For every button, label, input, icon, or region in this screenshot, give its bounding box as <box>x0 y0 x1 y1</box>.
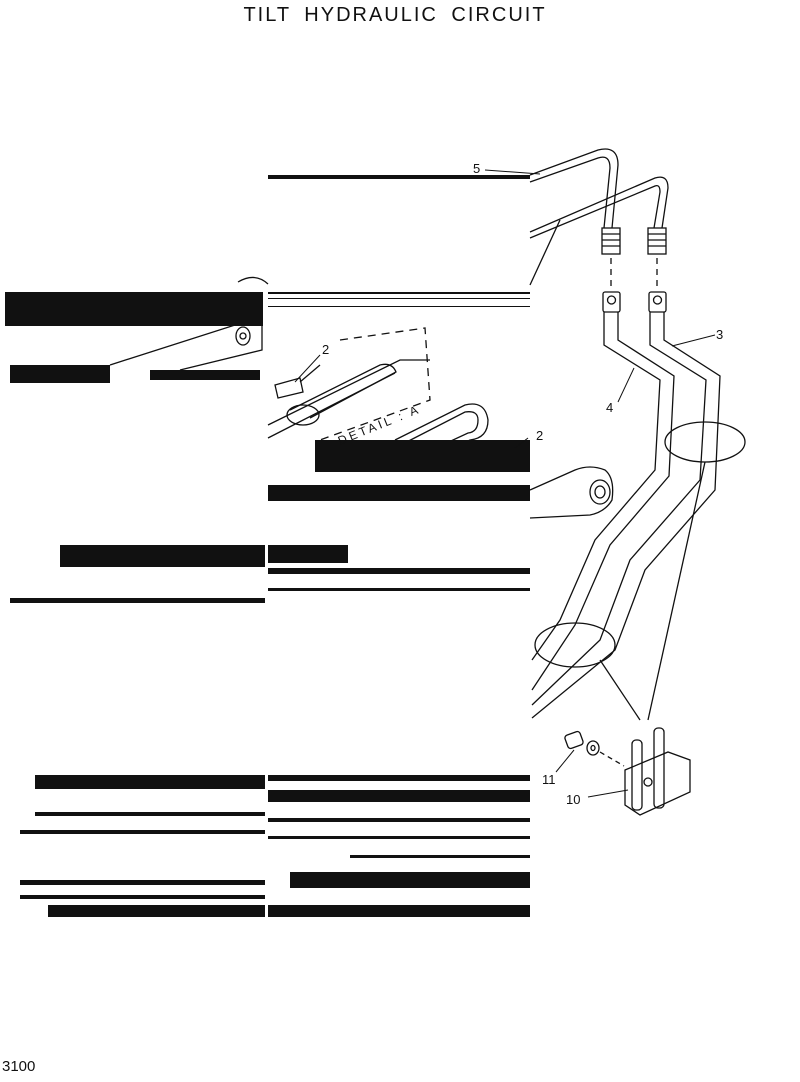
page-number: 3100 <box>2 1058 36 1075</box>
cylinder-eye-bracket <box>529 466 614 519</box>
pipe-clamp <box>624 727 691 816</box>
tilt-pipe-4 <box>531 312 675 691</box>
callout-5: 5 <box>473 161 480 176</box>
pipe-nut-left <box>602 291 621 313</box>
callout-10: 10 <box>566 792 580 807</box>
hose-fitting-left <box>601 227 621 255</box>
pipe-nut-right <box>648 291 667 313</box>
clamp-circle-upper <box>664 421 746 463</box>
callout-4: 4 <box>606 400 613 415</box>
nut-and-washer <box>564 730 625 767</box>
callout-2-lower: 2 <box>536 428 543 443</box>
detail-a-view <box>267 327 489 469</box>
hose-fitting-right <box>647 227 667 255</box>
callout-2-upper: 2 <box>322 342 329 357</box>
frame-remnant-bars <box>5 175 530 917</box>
clamp-circle-lower <box>534 622 616 668</box>
tilt-pipe-3 <box>531 312 721 719</box>
callout-3: 3 <box>716 327 723 342</box>
page-title: TILT HYDRAULIC CIRCUIT <box>243 4 547 26</box>
hose-assembly <box>529 148 669 286</box>
callout-11: 11 <box>542 772 556 787</box>
